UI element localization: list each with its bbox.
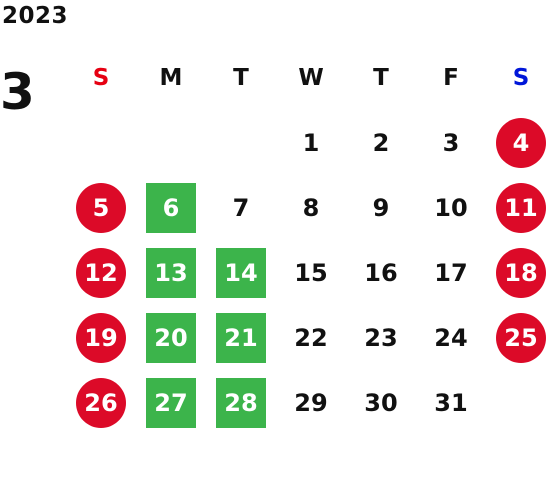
holiday-circle-marker: 19	[76, 312, 126, 363]
calendar-day: 4	[486, 110, 548, 175]
holiday-circle-marker: 25	[496, 312, 546, 363]
day-number: 3	[442, 128, 460, 157]
highlight-square-marker: 14	[216, 247, 266, 298]
weekday-header: T	[373, 64, 389, 91]
day-number: 29	[294, 388, 328, 417]
day-number: 22	[294, 323, 328, 352]
calendar-day: 14	[206, 240, 276, 305]
calendar-day: 3	[416, 110, 486, 175]
calendar-day: 10	[416, 175, 486, 240]
calendar-day: 20	[136, 305, 206, 370]
day-number: 23	[364, 323, 398, 352]
day-number: 1	[302, 128, 320, 157]
day-number: 11	[504, 193, 538, 222]
day-number: 20	[154, 323, 188, 352]
calendar-day: 8	[276, 175, 346, 240]
calendar-month: 3	[0, 63, 35, 121]
weekday-header: S	[92, 64, 110, 91]
holiday-circle-marker: 11	[496, 182, 546, 233]
calendar-day: 16	[346, 240, 416, 305]
calendar-day: 23	[346, 305, 416, 370]
day-number: 31	[434, 388, 468, 417]
calendar-day: 15	[276, 240, 346, 305]
calendar-day: 17	[416, 240, 486, 305]
weekday-header: S	[512, 64, 530, 91]
calendar-day: 2	[346, 110, 416, 175]
weekday-header: W	[298, 64, 324, 91]
holiday-circle-marker: 5	[76, 182, 126, 233]
calendar-day: 28	[206, 370, 276, 435]
weekday-header: F	[443, 64, 459, 91]
calendar-day: 24	[416, 305, 486, 370]
highlight-square-marker: 21	[216, 312, 266, 363]
day-number: 21	[224, 323, 258, 352]
calendar-day: 21	[206, 305, 276, 370]
calendar-day: 12	[66, 240, 136, 305]
calendar-day: 9	[346, 175, 416, 240]
holiday-circle-marker: 18	[496, 247, 546, 298]
day-number: 13	[154, 258, 188, 287]
calendar-day: 26	[66, 370, 136, 435]
day-number: 12	[84, 258, 118, 287]
highlight-square-marker: 20	[146, 312, 196, 363]
calendar-day: 5	[66, 175, 136, 240]
calendar-day: 31	[416, 370, 486, 435]
calendar-day: 29	[276, 370, 346, 435]
day-number: 9	[372, 193, 390, 222]
day-number: 2	[372, 128, 390, 157]
day-number: 25	[504, 323, 538, 352]
day-number: 27	[154, 388, 188, 417]
calendar-day: 27	[136, 370, 206, 435]
day-number: 6	[162, 193, 180, 222]
highlight-square-marker: 28	[216, 377, 266, 428]
highlight-square-marker: 13	[146, 247, 196, 298]
day-number: 17	[434, 258, 468, 287]
day-number: 18	[504, 258, 538, 287]
calendar-day: 25	[486, 305, 548, 370]
holiday-circle-marker: 12	[76, 247, 126, 298]
day-number: 19	[84, 323, 118, 352]
weekday-header: M	[159, 64, 183, 91]
calendar-day: 22	[276, 305, 346, 370]
day-number: 4	[512, 128, 530, 157]
day-number: 15	[294, 258, 328, 287]
day-number: 10	[434, 193, 468, 222]
holiday-circle-marker: 4	[496, 117, 546, 168]
day-number: 16	[364, 258, 398, 287]
calendar-day: 6	[136, 175, 206, 240]
day-number: 30	[364, 388, 398, 417]
weekday-header: T	[233, 64, 249, 91]
day-number: 5	[92, 193, 110, 222]
day-number: 26	[84, 388, 118, 417]
day-number: 8	[302, 193, 320, 222]
day-number: 28	[224, 388, 258, 417]
calendar-day: 13	[136, 240, 206, 305]
calendar-day: 1	[276, 110, 346, 175]
calendar-year: 2023	[2, 3, 69, 29]
highlight-square-marker: 27	[146, 377, 196, 428]
calendar-day: 11	[486, 175, 548, 240]
calendar-day: 18	[486, 240, 548, 305]
calendar-day: 7	[206, 175, 276, 240]
holiday-circle-marker: 26	[76, 377, 126, 428]
calendar-day: 30	[346, 370, 416, 435]
day-number: 14	[224, 258, 258, 287]
highlight-square-marker: 6	[146, 182, 196, 233]
day-number: 7	[232, 193, 250, 222]
calendar-day: 19	[66, 305, 136, 370]
day-number: 24	[434, 323, 468, 352]
